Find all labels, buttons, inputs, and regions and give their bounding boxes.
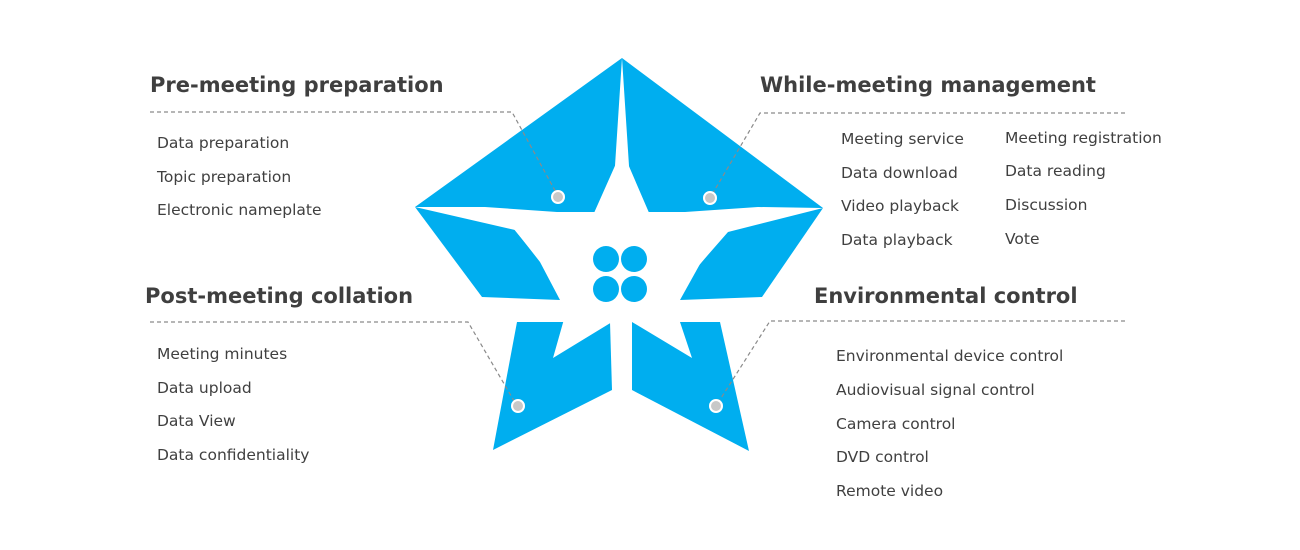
list-item: Discussion (1005, 196, 1088, 214)
connector-post-meeting (150, 321, 518, 407)
heading-while-meeting: While-meeting management (760, 73, 1096, 97)
list-item: Data reading (1005, 162, 1106, 180)
list-item: Data playback (841, 231, 953, 249)
marker-environmental (709, 399, 723, 413)
four-dots-grid-icon (593, 246, 647, 302)
heading-post-meeting: Post-meeting collation (145, 284, 414, 308)
star-segment-left-wing (415, 207, 560, 300)
connector-while-meeting (709, 112, 1125, 199)
star-segment-right-wing (680, 208, 823, 300)
star-segment-bottom-right (632, 322, 749, 451)
marker-post-meeting (511, 399, 525, 413)
list-item: Camera control (836, 415, 956, 433)
list-item: Meeting minutes (157, 345, 288, 363)
list-item: DVD control (836, 448, 929, 466)
heading-environmental: Environmental control (814, 284, 1078, 308)
list-item: Meeting registration (1005, 129, 1162, 147)
list-item: Data View (157, 412, 236, 430)
star-segment-top-right (622, 58, 823, 212)
star-segment-bottom-left (493, 322, 612, 450)
list-item: Audiovisual signal control (836, 381, 1035, 399)
list-item: Environmental device control (836, 347, 1064, 365)
list-item: Data download (841, 164, 958, 182)
connector-pre-meeting (150, 111, 559, 197)
list-item: Remote video (836, 482, 944, 500)
heading-pre-meeting: Pre-meeting preparation (150, 73, 444, 97)
star-segment-top-left (415, 58, 622, 212)
list-item: Data preparation (157, 134, 290, 152)
marker-pre-meeting (551, 190, 565, 204)
list-item: Data upload (157, 379, 252, 397)
star-inner-cutout (513, 150, 730, 358)
connector-environmental (715, 320, 1125, 407)
marker-while-meeting (703, 191, 717, 205)
list-item: Topic preparation (157, 168, 292, 186)
list-item: Vote (1005, 230, 1040, 248)
list-item: Meeting service (841, 130, 964, 148)
list-item: Video playback (841, 197, 960, 215)
list-item: Electronic nameplate (157, 201, 322, 219)
list-item: Data confidentiality (157, 446, 310, 464)
